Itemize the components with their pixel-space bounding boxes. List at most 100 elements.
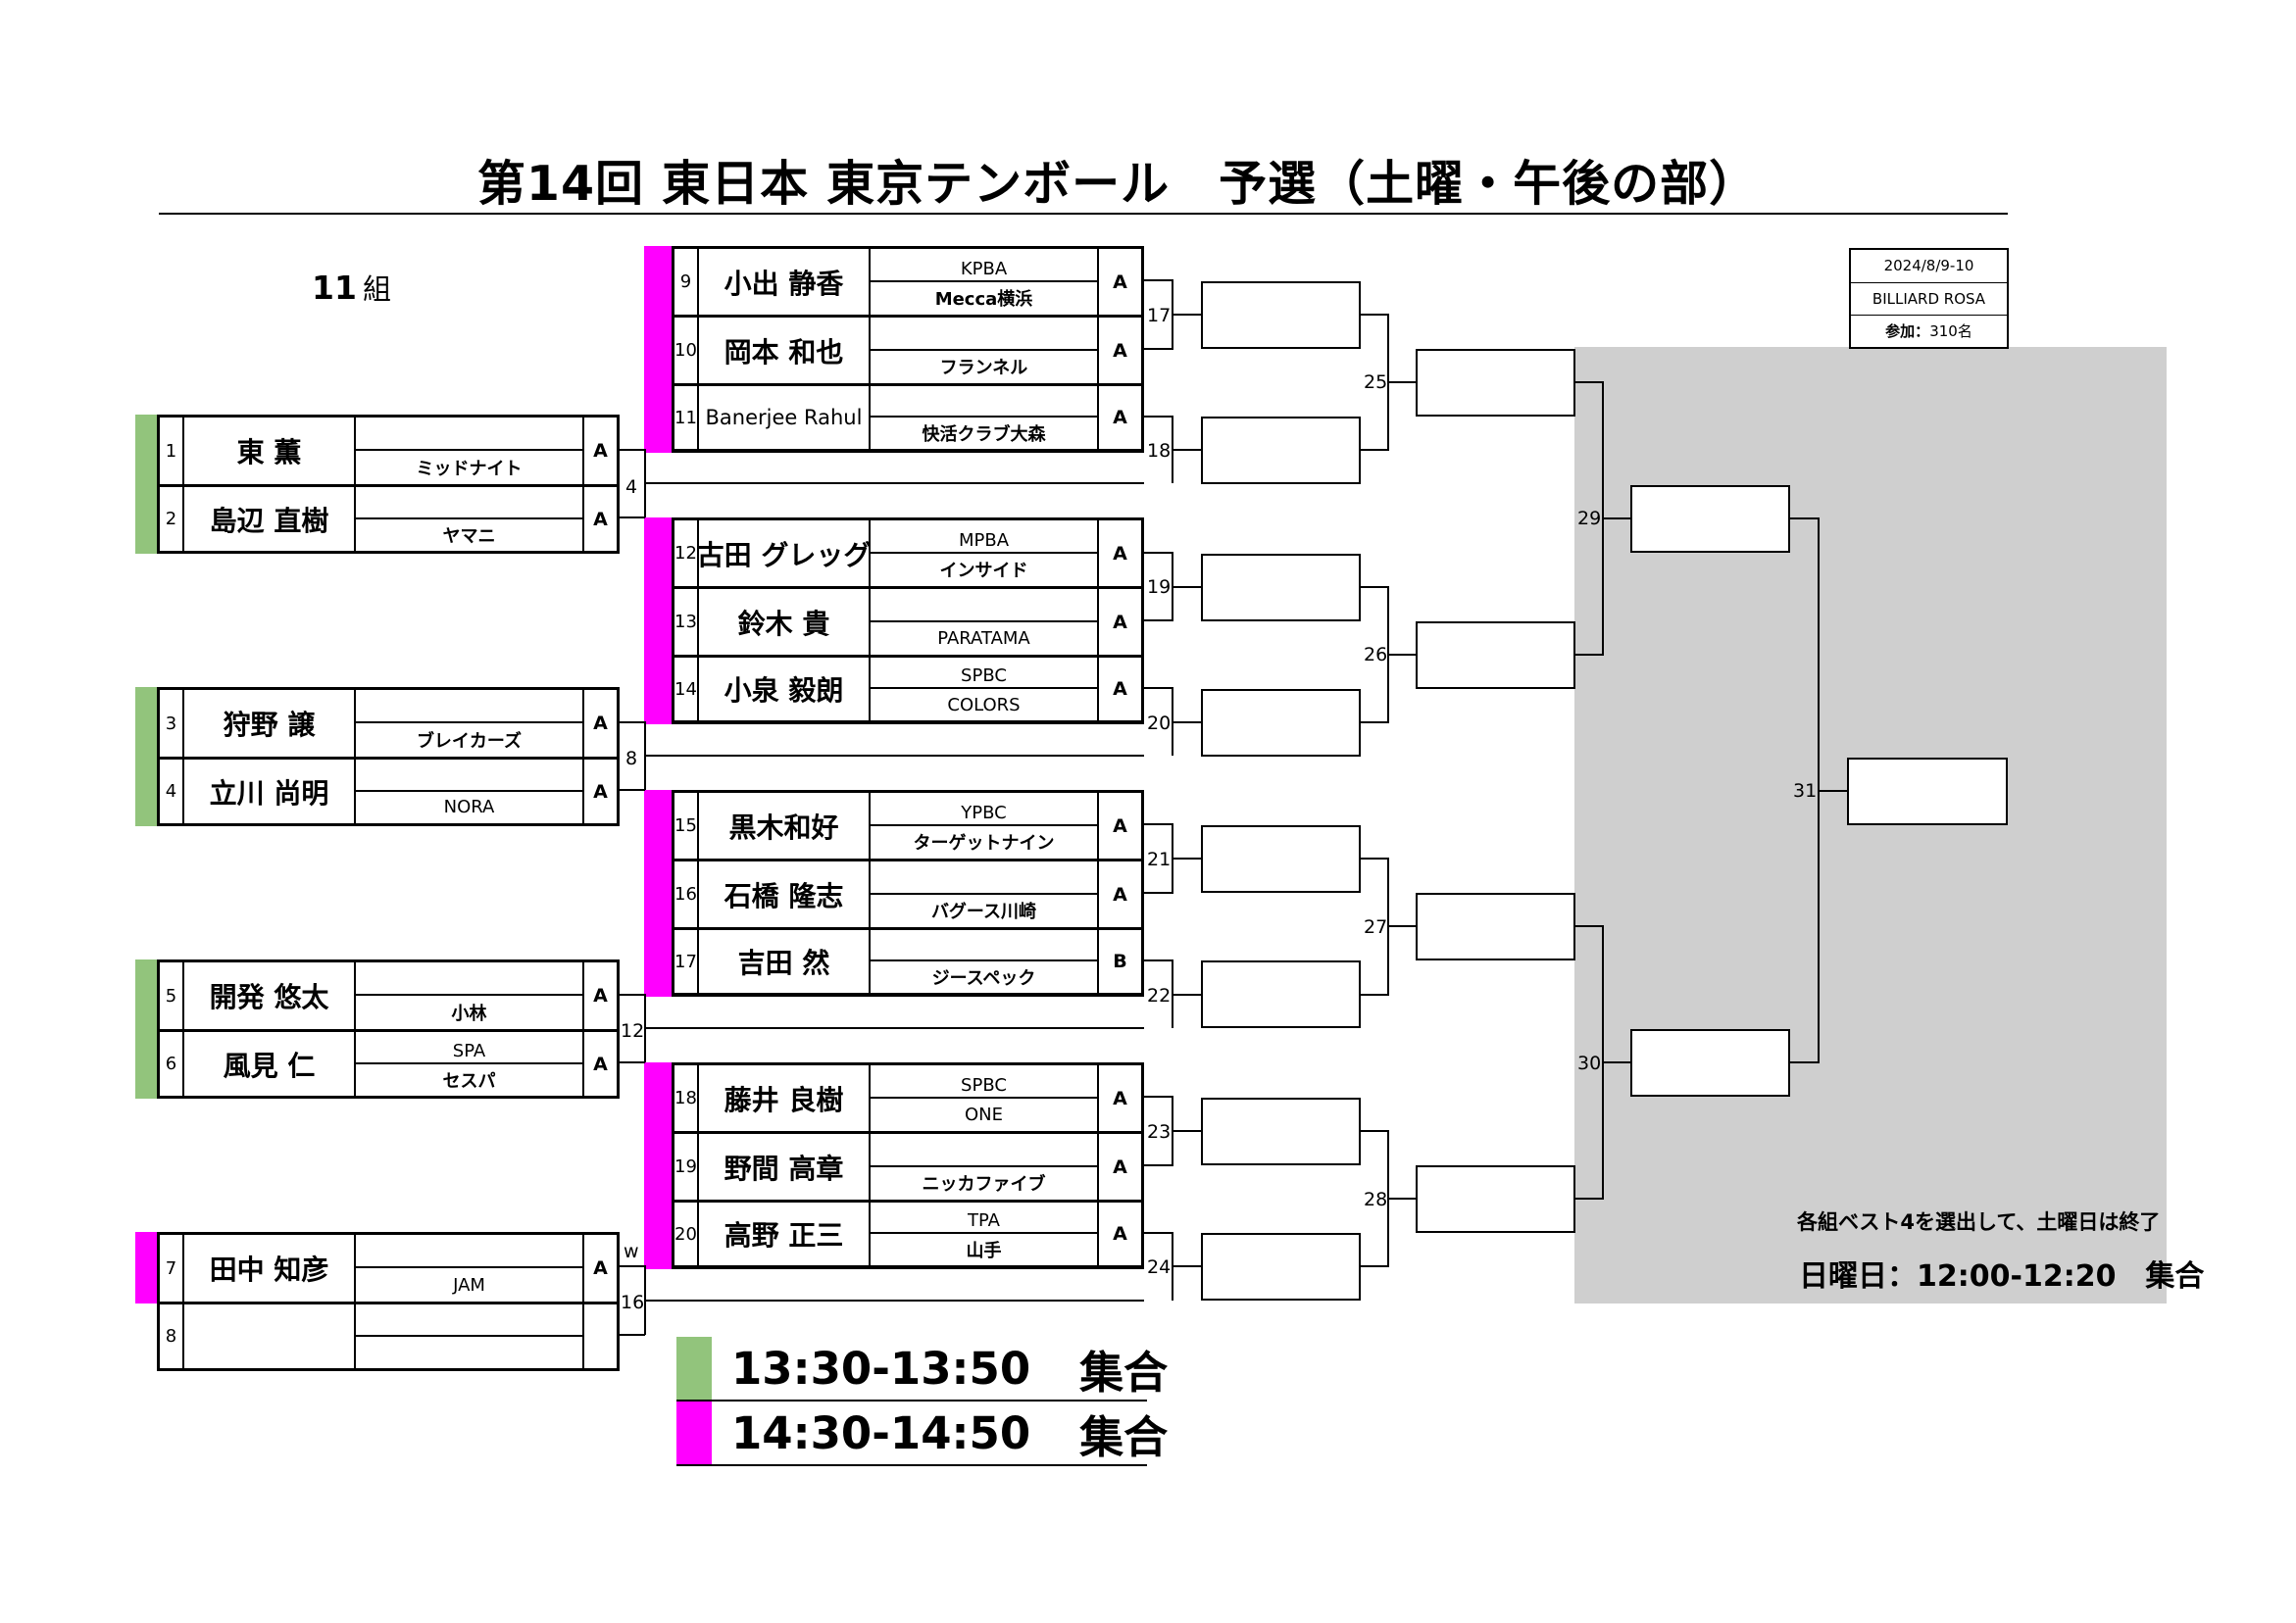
- player-grade: A: [1113, 1087, 1127, 1109]
- result-box[interactable]: [1416, 349, 1575, 417]
- seed-number: 18: [674, 1065, 699, 1131]
- result-box[interactable]: [1201, 417, 1361, 484]
- player-name: 吉田 然: [699, 930, 871, 993]
- player-name: 鈴木 貴: [699, 589, 871, 655]
- seed-number: 8: [160, 1304, 184, 1368]
- club-line-1: YPBC: [871, 793, 1097, 826]
- result-box[interactable]: [1847, 758, 2008, 825]
- seed-number: 1: [160, 418, 184, 484]
- best4-notice: 各組ベスト4を選出して、土曜日は終了: [1797, 1210, 2161, 1234]
- player-name: 古田 グレッグ: [699, 520, 871, 586]
- player-grade: A: [1113, 407, 1127, 428]
- seed-number: 10: [674, 318, 699, 383]
- legend-label: 集合: [1079, 1346, 1169, 1399]
- club-line-1: [356, 1304, 582, 1337]
- result-box[interactable]: [1416, 1165, 1575, 1233]
- event-venue: BILLIARD ROSA: [1851, 281, 2007, 315]
- player-name: 立川 尚明: [184, 760, 356, 823]
- player-name: 東 薫: [184, 418, 356, 484]
- player-grade: B: [1113, 951, 1127, 972]
- player-grade: A: [1113, 678, 1127, 700]
- result-box[interactable]: [1201, 689, 1361, 757]
- result-box[interactable]: [1201, 281, 1361, 349]
- time-bar-green: [135, 415, 157, 554]
- club-line-1: [356, 962, 582, 996]
- player-name: 黒木和好: [699, 793, 871, 859]
- club-line-1: SPA: [356, 1032, 582, 1064]
- match-number: 12: [621, 1020, 645, 1042]
- player-grade: A: [1113, 883, 1127, 906]
- seed-number: 14: [674, 658, 699, 720]
- sunday-notice: 日曜日：12:00-12:20 集合: [1799, 1259, 2205, 1294]
- club-line-1: [356, 760, 582, 792]
- player-grade: A: [593, 780, 608, 803]
- club-line-1: SPBC: [871, 1065, 1097, 1099]
- match-number: 24: [1147, 1256, 1172, 1278]
- club-line-2: 快活クラブ大森: [922, 424, 1046, 445]
- club-line-2: ターゲットナイン: [913, 833, 1055, 855]
- club-line-1: [871, 930, 1097, 961]
- result-box[interactable]: [1201, 1098, 1361, 1165]
- player-grade: A: [1113, 814, 1127, 837]
- club-cell: 快活クラブ大森: [871, 386, 1099, 449]
- seed-number: 19: [674, 1134, 699, 1200]
- club-line-1: SPBC: [871, 658, 1097, 689]
- club-line-2: ジースペック: [931, 968, 1036, 989]
- match-number: 17: [1147, 305, 1172, 326]
- event-date: 2024/8/9-10: [1883, 257, 1974, 275]
- result-box[interactable]: [1201, 960, 1361, 1028]
- club-line-2: COLORS: [947, 694, 1021, 715]
- match-number: 20: [1147, 713, 1172, 734]
- seed-number: 5: [160, 962, 184, 1029]
- match-number: 27: [1364, 916, 1388, 938]
- result-box[interactable]: [1201, 554, 1361, 621]
- club-cell: YPBC ターゲットナイン: [871, 793, 1099, 859]
- player-grade: A: [1113, 542, 1127, 565]
- club-line-1: [356, 487, 582, 519]
- legend-time: 14:30-14:50: [731, 1406, 1031, 1459]
- club-cell: バグース川崎: [871, 861, 1099, 927]
- seed-number: 16: [674, 861, 699, 927]
- club-line-1: TPA: [871, 1203, 1097, 1234]
- seed-number: 12: [674, 520, 699, 586]
- player-row: 8: [157, 1302, 620, 1371]
- group-suffix: 組: [362, 272, 391, 306]
- match-number: 22: [1147, 985, 1172, 1007]
- club-cell: フランネル: [871, 318, 1099, 383]
- player-grade: A: [593, 713, 608, 734]
- legend-swatch: [676, 1402, 712, 1464]
- seed-number: 11: [674, 386, 699, 449]
- player-grade: A: [593, 1053, 608, 1075]
- result-box[interactable]: [1201, 1233, 1361, 1301]
- result-box[interactable]: [1201, 825, 1361, 893]
- club-line-1: [871, 386, 1097, 418]
- result-box[interactable]: [1630, 485, 1790, 553]
- player-grade: A: [593, 440, 608, 462]
- time-bar-green: [135, 959, 157, 1099]
- player-name: [184, 1304, 356, 1368]
- seed-number: 7: [160, 1235, 184, 1302]
- result-box[interactable]: [1630, 1029, 1790, 1097]
- seed-number: 6: [160, 1032, 184, 1096]
- group-number: 11: [312, 269, 357, 307]
- club-cell: ミッドナイト: [356, 418, 584, 484]
- player-name: 高野 正三: [699, 1203, 871, 1265]
- seed-number: 3: [160, 690, 184, 757]
- club-line-2: バグース川崎: [930, 902, 1037, 923]
- club-line-1: [356, 1235, 582, 1268]
- result-box[interactable]: [1416, 893, 1575, 960]
- player-name: 小泉 毅朗: [699, 658, 871, 720]
- player-grade: A: [1113, 611, 1127, 633]
- player-name: 岡本 和也: [699, 318, 871, 383]
- result-box[interactable]: [1416, 621, 1575, 689]
